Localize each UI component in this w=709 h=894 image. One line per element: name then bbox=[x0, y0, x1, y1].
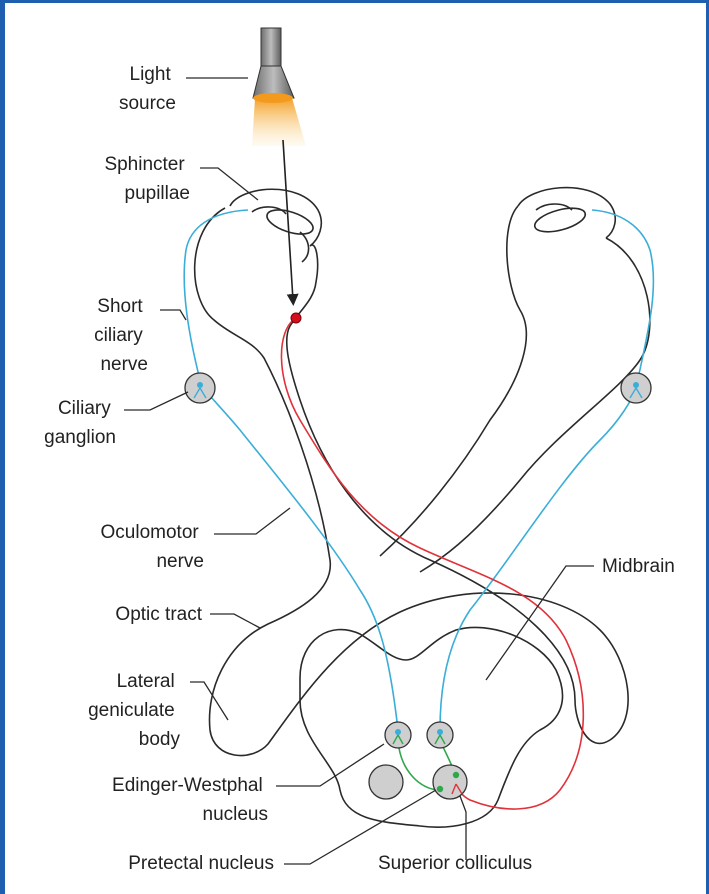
lateral-geniculate-body-label: Lateral geniculate body bbox=[88, 671, 180, 750]
left-edinger-westphal-nucleus bbox=[385, 722, 411, 748]
left-ciliary-ganglion bbox=[185, 373, 215, 403]
edinger-westphal-nucleus-label: Edinger-Westphal nucleus bbox=[112, 775, 268, 825]
light-source-label: Light source bbox=[119, 64, 176, 114]
oculomotor-nerve-label: Oculomotor nerve bbox=[101, 522, 204, 572]
right-ciliary-ganglion bbox=[621, 373, 651, 403]
midbrain-label: Midbrain bbox=[602, 556, 675, 577]
right-short-ciliary-nerve bbox=[592, 210, 653, 388]
right-eye-and-optic-pathway bbox=[380, 188, 650, 572]
left-eye-and-optic-pathway bbox=[195, 189, 628, 755]
left-pretectal-nucleus bbox=[369, 765, 403, 799]
efferent-pathways bbox=[184, 210, 653, 730]
retinal-receptor-dot bbox=[291, 313, 301, 323]
short-ciliary-nerve-label: Short ciliary nerve bbox=[94, 296, 148, 375]
optic-tract-label: Optic tract bbox=[115, 604, 202, 625]
right-edinger-westphal-nucleus bbox=[427, 722, 453, 748]
light-beam-glow bbox=[252, 98, 306, 146]
superior-colliculus-label: Superior colliculus bbox=[378, 853, 532, 874]
left-oculomotor-nerve bbox=[200, 380, 398, 730]
right-pretectal-nucleus bbox=[433, 765, 467, 799]
pretectal-nucleus-label: Pretectal nucleus bbox=[128, 853, 274, 874]
light-source-lamp bbox=[252, 28, 306, 146]
left-short-ciliary-nerve bbox=[184, 210, 248, 380]
ciliary-ganglion-label: Ciliary ganglion bbox=[44, 398, 116, 448]
sphincter-pupillae-label: Sphincter pupillae bbox=[104, 154, 190, 204]
light-ray-arrow bbox=[283, 140, 293, 300]
